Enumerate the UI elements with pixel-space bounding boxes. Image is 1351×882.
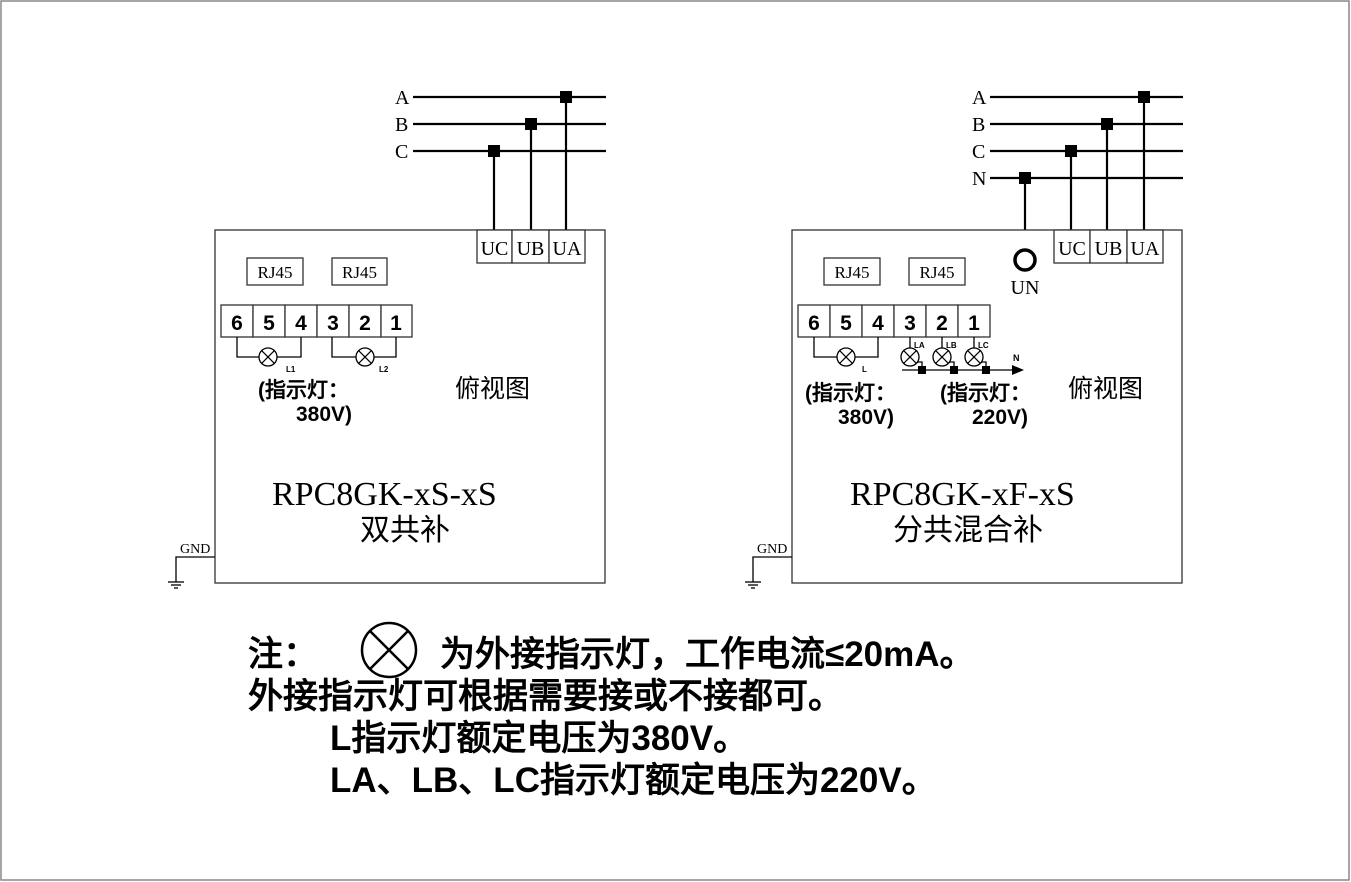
note-line-2: 外接指示灯可根据需要接或不接都可。 [248,677,843,716]
rj45-port: RJ45 [835,263,870,282]
lamp-label-l1: L1 [286,365,296,374]
model-name: RPC8GK-xF-xS [850,476,1075,513]
terminal-uc: UC [481,238,509,260]
lamp-symbol-icon [360,621,418,679]
un-label: UN [1011,277,1040,299]
terminal-ua: UA [553,238,582,260]
terminal-strip: 6 5 4 3 2 1 [797,304,991,338]
note-line-4: LA、LB、LC指示灯额定电压为220V。 [330,761,937,800]
indicator-note: (指示灯： [940,382,1031,405]
gnd-label: GND [180,542,210,557]
pin-6: 6 [808,312,820,335]
indicator-lamp-icon [836,347,856,367]
junction-node [525,118,537,130]
terminal-ub: UB [1095,238,1123,260]
junction-node [488,145,500,157]
indicator-voltage: 220V) [972,406,1028,429]
pin-3: 3 [904,312,916,335]
rj45-port: RJ45 [920,263,955,282]
lamp-label-l2: L2 [379,365,389,374]
lamp-label-lb: LB [946,341,957,350]
gnd-label: GND [757,542,787,557]
ground-icon [167,565,185,589]
indicator-lamp-icon [355,347,375,367]
neutral-label: N [1013,353,1020,363]
view-label: 俯视图 [1068,375,1143,403]
view-label: 俯视图 [455,375,530,403]
model-type: 分共混合补 [893,514,1043,547]
notes: 注： 为外接指示灯，工作电流≤20mA。 外接指示灯可根据需要接或不接都可。 L… [248,621,975,800]
note-line-3: L指示灯额定电压为380V。 [330,719,748,758]
pin-3: 3 [327,312,339,335]
indicator-note: (指示灯： [805,382,896,405]
indicator-lamp-icon [900,347,920,367]
indicator-lamp-icon [932,347,952,367]
pin-5: 5 [263,312,275,335]
un-terminal [1013,248,1037,272]
note-line-1: 为外接指示灯，工作电流≤20mA。 [440,635,975,674]
rj45-port: RJ45 [258,263,293,282]
terminal-ub: UB [517,238,545,260]
bus-label-b: B [395,114,408,136]
pin-5: 5 [840,312,852,335]
indicator-lamp-icon [258,347,278,367]
arrow-icon [1012,365,1024,375]
pin-1: 1 [968,312,980,335]
lamp-label-l: L [862,365,867,374]
note-prefix: 注： [248,635,318,674]
model-name: RPC8GK-xS-xS [272,476,497,513]
terminal-ua: UA [1131,238,1160,260]
module-box [214,229,606,584]
bus-label-a: A [395,87,410,109]
rj45-port: RJ45 [342,263,377,282]
model-type: 双共补 [360,514,450,547]
indicator-voltage: 380V) [838,406,894,429]
pin-1: 1 [390,312,402,335]
indicator-lamp-icon [964,347,984,367]
pin-2: 2 [359,312,371,335]
module-box [791,229,1183,584]
pin-6: 6 [231,312,243,335]
left-module: A B C UC UB UA RJ45 RJ45 6 5 4 3 2 1 [167,87,606,589]
bus-label-n: N [972,168,986,190]
right-module: A B C N UN UC UB UA RJ45 RJ45 6 5 4 3 [744,87,1183,589]
bus-label-a: A [972,87,987,109]
pin-4: 4 [872,312,884,335]
lamp-label-lc: LC [978,341,989,350]
bus-label-c: C [972,141,985,163]
terminal-uc: UC [1058,238,1086,260]
indicator-voltage: 380V) [296,403,352,426]
pin-4: 4 [295,312,307,335]
ground-icon [744,565,762,589]
junction-node [560,91,572,103]
indicator-note: (指示灯： [258,379,349,402]
bus-label-b: B [972,114,985,136]
terminal-strip: 6 5 4 3 2 1 [220,304,413,338]
bus-label-c: C [395,141,408,163]
lamp-label-la: LA [914,341,925,350]
pin-2: 2 [936,312,948,335]
